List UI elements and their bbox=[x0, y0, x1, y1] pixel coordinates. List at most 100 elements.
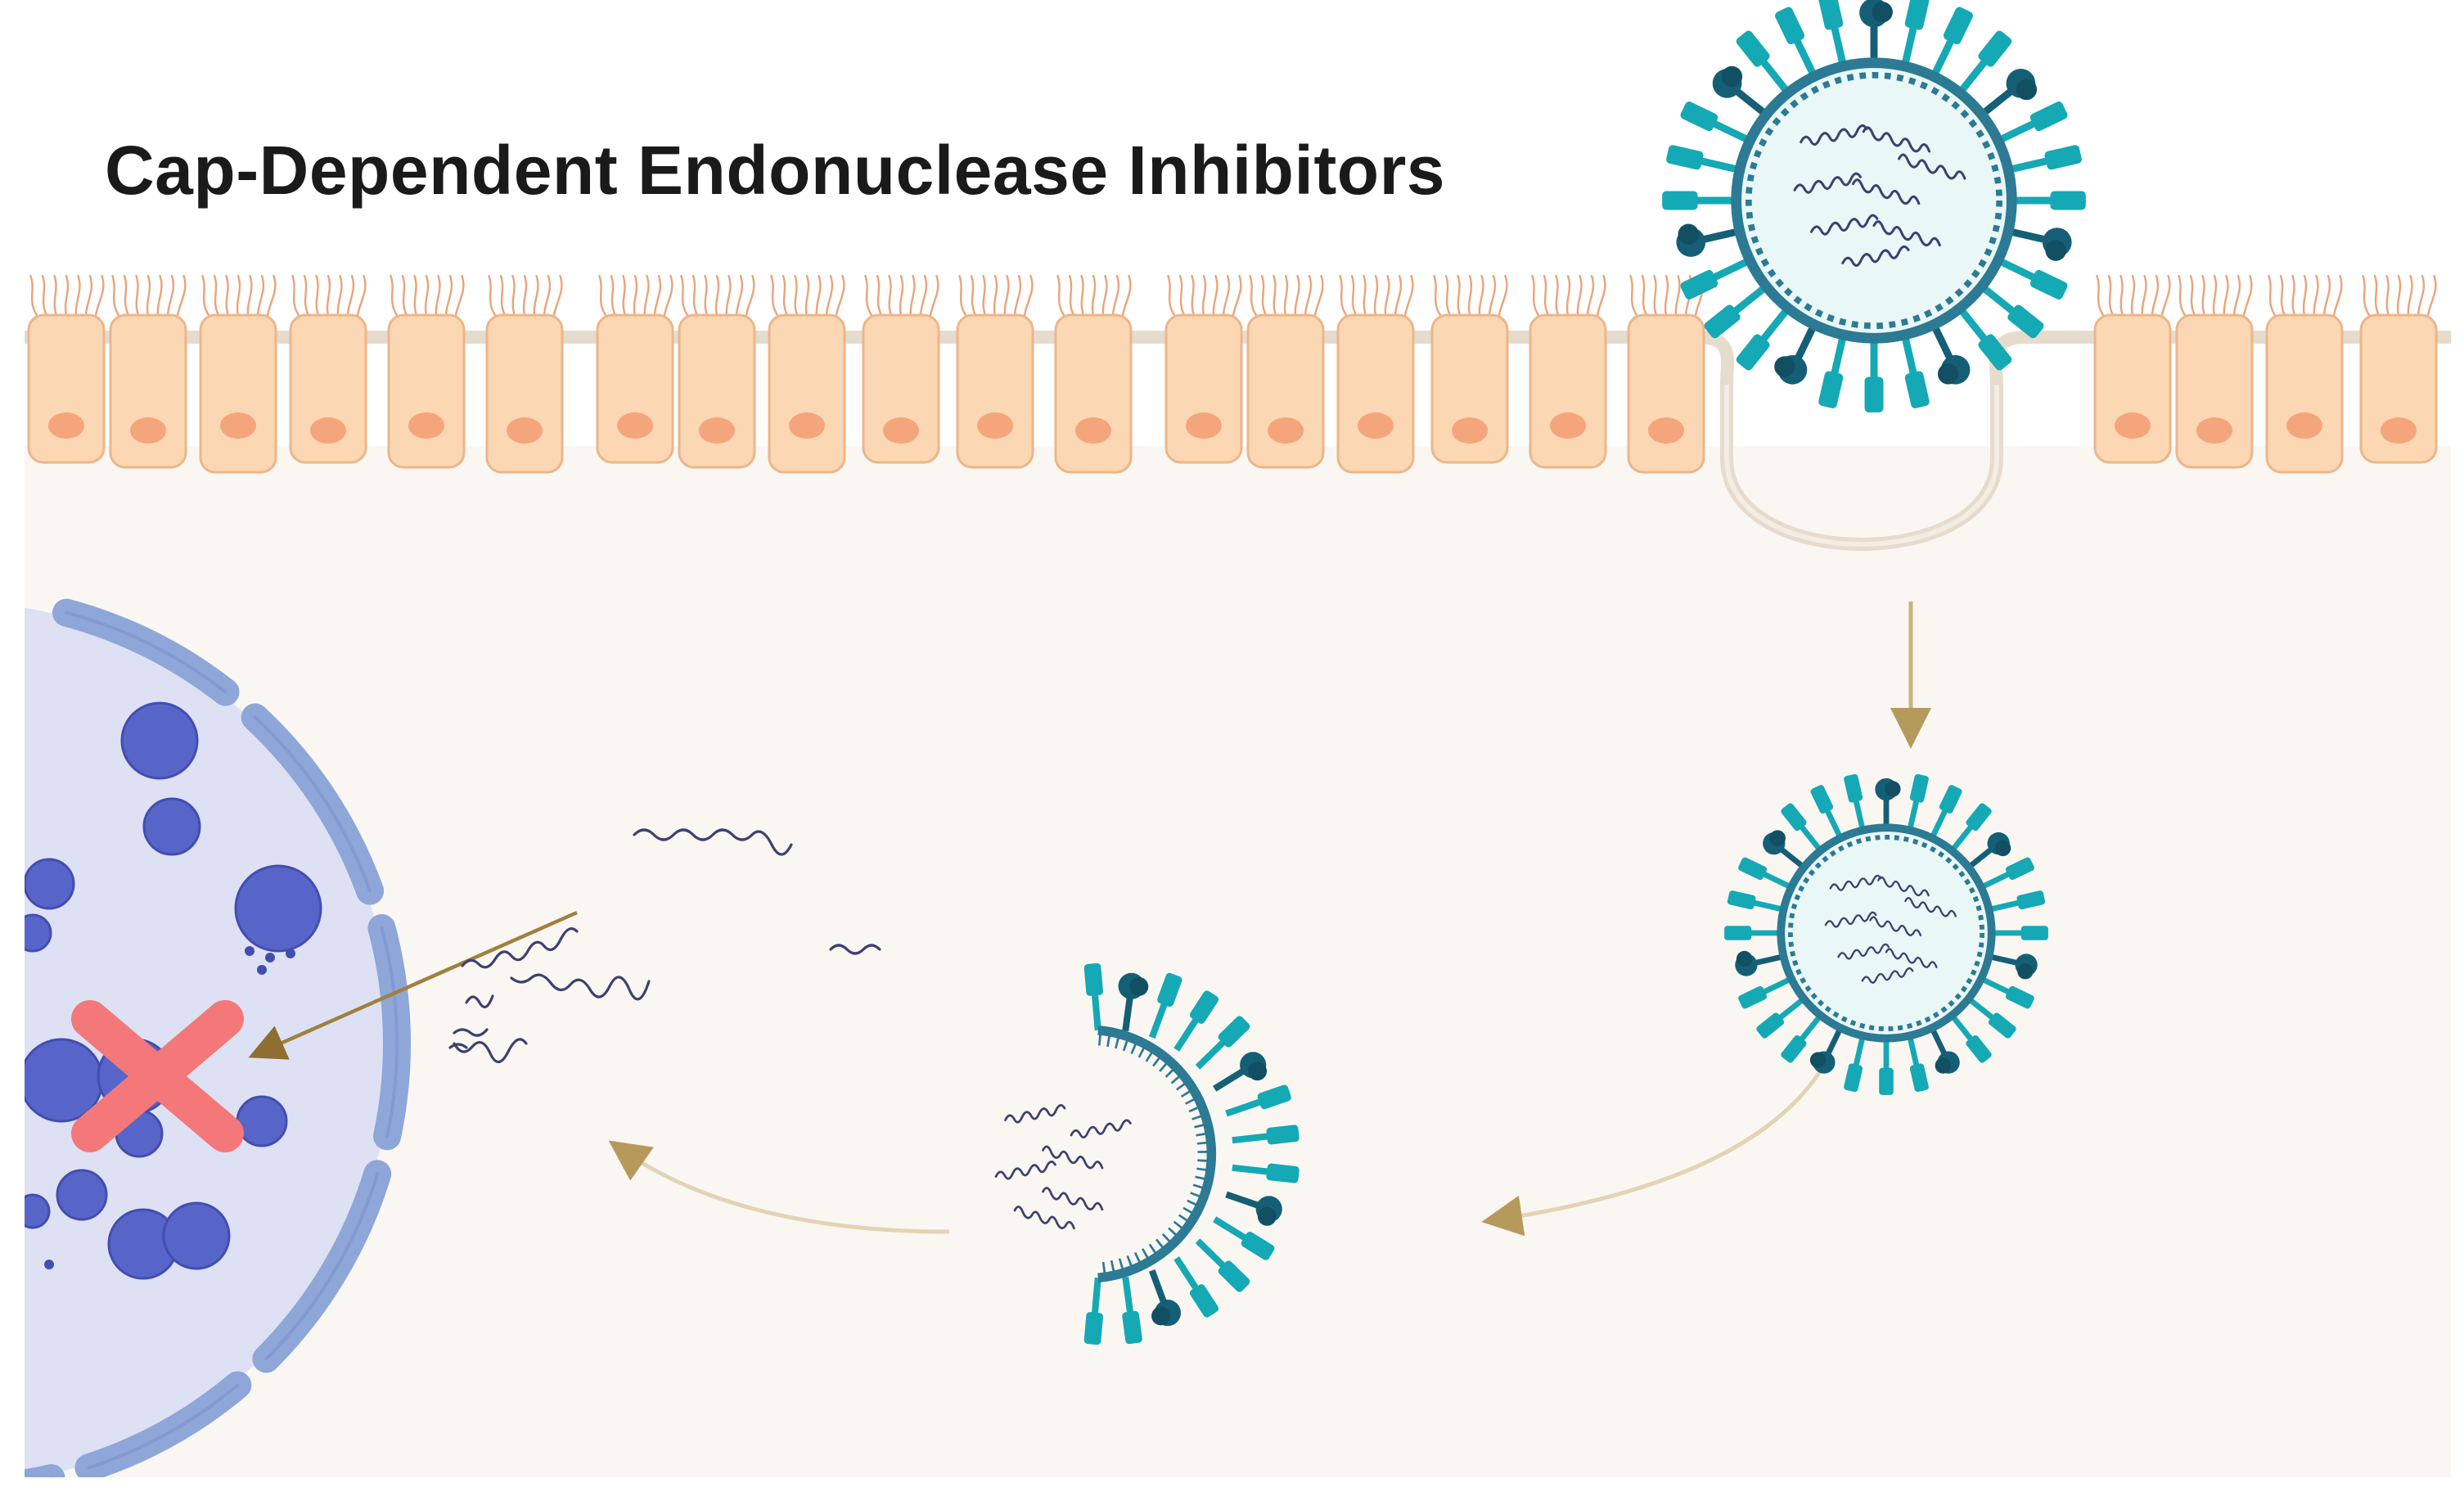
cilium bbox=[552, 274, 563, 317]
spike-stalk bbox=[1798, 1013, 1823, 1043]
cell-nucleus bbox=[2381, 417, 2417, 444]
epithelial-cell-icon bbox=[1529, 274, 1607, 469]
cilium bbox=[663, 274, 673, 317]
cilium bbox=[1121, 274, 1132, 317]
cilium bbox=[643, 274, 650, 317]
spike-stalk bbox=[1966, 996, 1996, 1021]
epithelial-cell-icon bbox=[109, 274, 187, 469]
hemagglutinin-spike bbox=[1736, 334, 1770, 371]
neuraminidase-head bbox=[1872, 2, 1893, 23]
spike-stalk bbox=[1710, 257, 1752, 282]
hemagglutinin-spike bbox=[1781, 803, 1807, 832]
spike-stalk bbox=[1907, 798, 1920, 832]
neuraminidase-head bbox=[1769, 830, 1786, 846]
cell-nucleus bbox=[789, 412, 825, 439]
arrow-rna-to-nucleus bbox=[248, 910, 578, 1060]
neuraminidase-head bbox=[2045, 240, 2066, 261]
cilium bbox=[2189, 274, 2196, 317]
neuraminidase-head bbox=[1678, 223, 1700, 246]
spike-stalk bbox=[1761, 976, 1793, 995]
nuclear-envelope-edge bbox=[264, 1172, 380, 1361]
hemagglutinin-spike bbox=[1904, 371, 1930, 408]
cilium bbox=[1363, 274, 1367, 317]
spike-stalk bbox=[1930, 322, 1956, 364]
hemagglutinin-spike bbox=[1157, 972, 1182, 1007]
cilium bbox=[982, 274, 987, 317]
cilium bbox=[413, 274, 418, 317]
viral-rna-icon bbox=[1824, 911, 1877, 928]
nuclear-envelope-edge bbox=[47, 1476, 53, 1477]
viral-rna-icon bbox=[465, 994, 494, 1009]
epithelial-cell-body bbox=[109, 313, 187, 469]
neuraminidase-head bbox=[1774, 356, 1795, 377]
spike-stalk bbox=[1853, 798, 1866, 832]
neuraminidase-head bbox=[2017, 963, 2034, 980]
viral-rna-icon bbox=[1793, 172, 1862, 194]
viral-rna-icon bbox=[510, 973, 651, 1001]
nuclear-envelope-edge bbox=[253, 715, 372, 893]
epithelial-cell-body bbox=[1529, 313, 1607, 469]
viral-rna-icon bbox=[453, 1028, 489, 1037]
viral-rna-icon bbox=[1042, 1187, 1104, 1211]
hemagglutinin-spike bbox=[1257, 1084, 1291, 1110]
cell-nucleus bbox=[48, 412, 84, 439]
epithelial-cell-body bbox=[1054, 313, 1133, 474]
cilium bbox=[745, 274, 755, 317]
spike-stalk bbox=[1698, 228, 1741, 245]
nucleolus bbox=[25, 1193, 51, 1229]
viral-envelope bbox=[1097, 1025, 1217, 1282]
epithelial-layer bbox=[27, 274, 2438, 474]
cilium bbox=[1478, 274, 1484, 317]
cilium bbox=[782, 274, 789, 317]
hemagglutinin-spike bbox=[1724, 926, 1752, 940]
viral-rna-icon bbox=[461, 927, 579, 969]
neuraminidase-head bbox=[1809, 1052, 1827, 1068]
epithelial-cell-body bbox=[1164, 313, 1243, 464]
neuraminidase-head bbox=[1151, 1306, 1171, 1326]
nuclear-envelope-edge bbox=[380, 926, 399, 1138]
hemagglutinin-spike bbox=[1943, 7, 1973, 45]
cell-nucleus bbox=[1186, 412, 1222, 439]
cilium bbox=[1498, 274, 1508, 317]
cilium bbox=[1531, 274, 1540, 317]
epithelial-cell-icon bbox=[485, 274, 564, 474]
nucleolus-small bbox=[257, 965, 267, 975]
viral-rna-bundle bbox=[1793, 124, 1966, 267]
cilium bbox=[390, 274, 399, 317]
epithelial-cell-icon bbox=[289, 274, 367, 464]
cilium bbox=[1586, 274, 1595, 317]
cilium bbox=[1629, 274, 1638, 317]
cilium bbox=[135, 274, 140, 317]
cilium bbox=[123, 274, 130, 317]
spike-stalk bbox=[1777, 996, 1806, 1021]
hemagglutinin-spike bbox=[1966, 1034, 1992, 1063]
cilium bbox=[488, 274, 497, 317]
cilium bbox=[1201, 274, 1207, 317]
cilium bbox=[2385, 274, 2390, 317]
epithelial-cell-body bbox=[2359, 313, 2438, 464]
cell-nucleus bbox=[220, 412, 256, 439]
hemagglutinin-spike bbox=[1818, 371, 1844, 408]
hemagglutinin-spike bbox=[1810, 785, 1834, 814]
epithelial-cell-body bbox=[768, 313, 846, 474]
epithelial-cell-body bbox=[485, 313, 564, 474]
hemagglutinin-spike bbox=[1978, 334, 2012, 371]
hemagglutinin-spike bbox=[1218, 1260, 1250, 1292]
viral-rna-icon bbox=[448, 1043, 468, 1049]
cell-nucleus bbox=[130, 417, 166, 444]
cilium bbox=[454, 274, 465, 317]
epithelial-cell-body bbox=[1246, 313, 1325, 469]
cilium bbox=[622, 274, 627, 317]
spike-stalk bbox=[1213, 1216, 1249, 1242]
nucleolus bbox=[234, 864, 322, 953]
viral-rna-icon bbox=[1872, 220, 1941, 247]
spike-stalk bbox=[1751, 953, 1785, 967]
cell-nucleus bbox=[1358, 412, 1394, 439]
viral-rna-icon bbox=[1841, 245, 1910, 267]
spike-stalk bbox=[1979, 85, 2017, 118]
cilium bbox=[1543, 274, 1550, 317]
viral-rna-icon bbox=[1070, 1119, 1132, 1138]
cilium bbox=[2362, 274, 2371, 317]
cilium bbox=[2223, 274, 2229, 317]
cilium bbox=[899, 274, 904, 317]
